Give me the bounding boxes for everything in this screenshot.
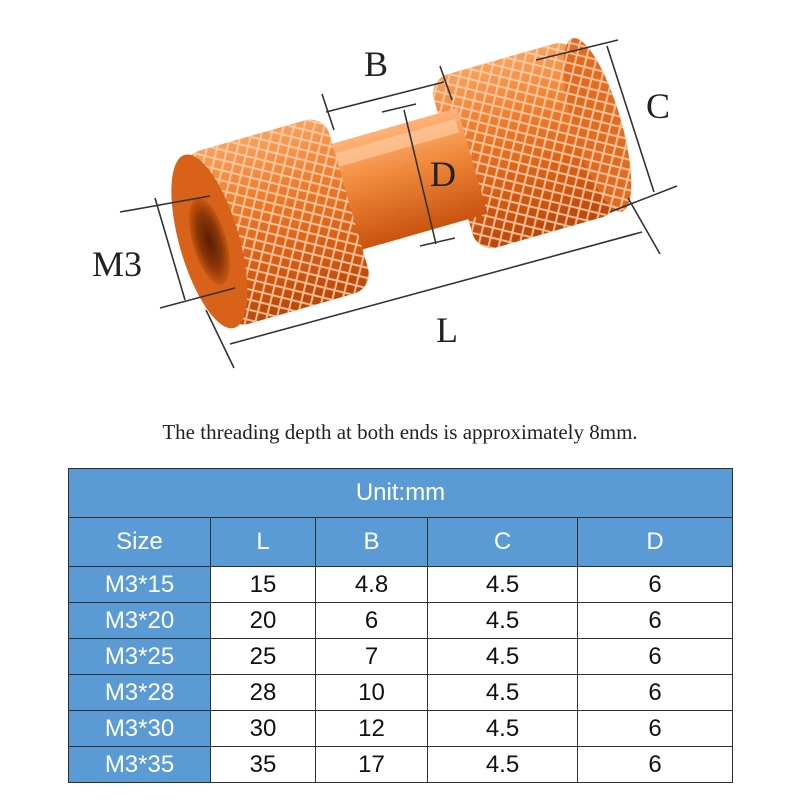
c-label: C — [646, 86, 670, 126]
b-cell: 6 — [315, 602, 428, 639]
l-cell: 15 — [210, 566, 316, 603]
column-header-d: D — [576, 517, 734, 567]
b-cell: 4.8 — [315, 566, 428, 603]
d-cell: 6 — [576, 746, 734, 783]
column-header-l: L — [210, 517, 316, 567]
d-cell: 6 — [576, 602, 734, 639]
table-row: M3*30 30 12 4.5 6 — [68, 710, 734, 747]
c-cell: 4.5 — [427, 710, 578, 747]
size-cell: M3*35 — [68, 746, 211, 783]
b-cell: 10 — [315, 674, 428, 711]
c-cell: 4.5 — [427, 566, 578, 603]
column-header-c: C — [427, 517, 578, 567]
c-cell: 4.5 — [427, 602, 578, 639]
c-cell: 4.5 — [427, 674, 578, 711]
thread-hole — [188, 197, 230, 285]
b-cell: 7 — [315, 638, 428, 675]
size-cell: M3*28 — [68, 674, 211, 711]
b-cell: 12 — [315, 710, 428, 747]
l-label: L — [436, 310, 458, 350]
dimension-lines — [119, 39, 678, 369]
table-row: M3*15 15 4.8 4.5 6 — [68, 566, 734, 603]
column-header-size: Size — [68, 517, 211, 567]
middle-shaft — [313, 107, 488, 255]
size-table: Unit:mm Size L B C D M3*15 15 4.8 4.5 6 … — [67, 468, 734, 783]
table-row: M3*35 35 17 4.5 6 — [68, 746, 734, 783]
column-header-b: B — [315, 517, 428, 567]
l-cell: 28 — [210, 674, 316, 711]
l-cell: 30 — [210, 710, 316, 747]
l-cell: 35 — [210, 746, 316, 783]
size-cell: M3*30 — [68, 710, 211, 747]
threading-depth-note: The threading depth at both ends is appr… — [162, 420, 638, 444]
size-cell: M3*15 — [68, 566, 211, 603]
left-knurled-end — [171, 119, 369, 329]
standoff-diagram: M3 B D C L — [92, 38, 678, 369]
b-label: B — [364, 44, 388, 84]
d-cell: 6 — [576, 674, 734, 711]
l-cell: 25 — [210, 638, 316, 675]
d-cell: 6 — [576, 710, 734, 747]
l-cell: 20 — [210, 602, 316, 639]
c-cell: 4.5 — [427, 746, 578, 783]
d-label: D — [430, 154, 456, 194]
unit-header: Unit:mm — [67, 468, 734, 518]
m3-label: M3 — [92, 244, 142, 284]
size-cell: M3*20 — [68, 602, 211, 639]
table-row: M3*25 25 7 4.5 6 — [68, 638, 734, 675]
b-cell: 17 — [315, 746, 428, 783]
d-cell: 6 — [576, 638, 734, 675]
table-row: M3*28 28 10 4.5 6 — [68, 674, 734, 711]
d-cell: 6 — [576, 566, 734, 603]
size-cell: M3*25 — [68, 638, 211, 675]
table-row: M3*20 20 6 4.5 6 — [68, 602, 734, 639]
c-cell: 4.5 — [427, 638, 578, 675]
